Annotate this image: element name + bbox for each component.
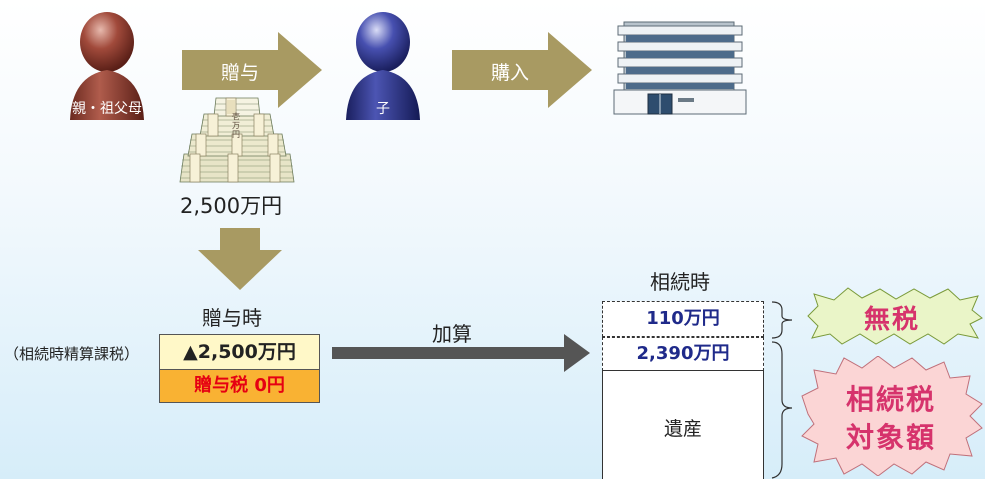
tax-free-amount-box: 110万円: [602, 301, 764, 337]
tax-free-burst-shape: [800, 286, 984, 346]
gift-amount-box: ▲2,500万円: [159, 334, 320, 370]
estate-label: 遺産: [663, 418, 702, 440]
add-arrow-label: 加算: [432, 322, 472, 346]
child-person-icon: [338, 8, 428, 124]
system-note: （相続時精算課税）: [4, 345, 140, 363]
down-arrow-shape: [198, 228, 282, 290]
tax-free-burst-text: 無税: [863, 305, 920, 335]
brace-taxable: [770, 340, 800, 479]
parent-person-icon: [62, 8, 152, 124]
money-stack-icon: [178, 96, 296, 186]
gift-tax-box: 贈与税 0円: [159, 369, 320, 403]
gift-time-heading: 贈与時: [202, 306, 262, 330]
taxable-burst-shape: [798, 356, 984, 476]
gift-arrow-shape: [182, 32, 322, 108]
taxable-burst-line1: 相続税: [845, 383, 936, 416]
gift-arrow-label: 贈与: [220, 62, 259, 84]
parent-label: 親・祖父母: [72, 101, 142, 117]
estate-box: [602, 370, 764, 479]
child-label: 子: [376, 101, 390, 117]
taxable-burst-line2: 対象額: [845, 421, 936, 454]
money-bundle-text: 壱万円: [232, 112, 240, 139]
purchase-arrow-label: 購入: [490, 62, 529, 84]
purchase-arrow-shape: [452, 32, 592, 108]
added-amount-box: 2,390万円: [602, 337, 764, 371]
add-arrow-shape: [332, 334, 590, 372]
money-amount: 2,500万円: [180, 194, 283, 218]
brace-tax-free: [770, 300, 800, 340]
inheritance-heading: 相続時: [650, 270, 710, 294]
building-icon: [612, 18, 748, 116]
